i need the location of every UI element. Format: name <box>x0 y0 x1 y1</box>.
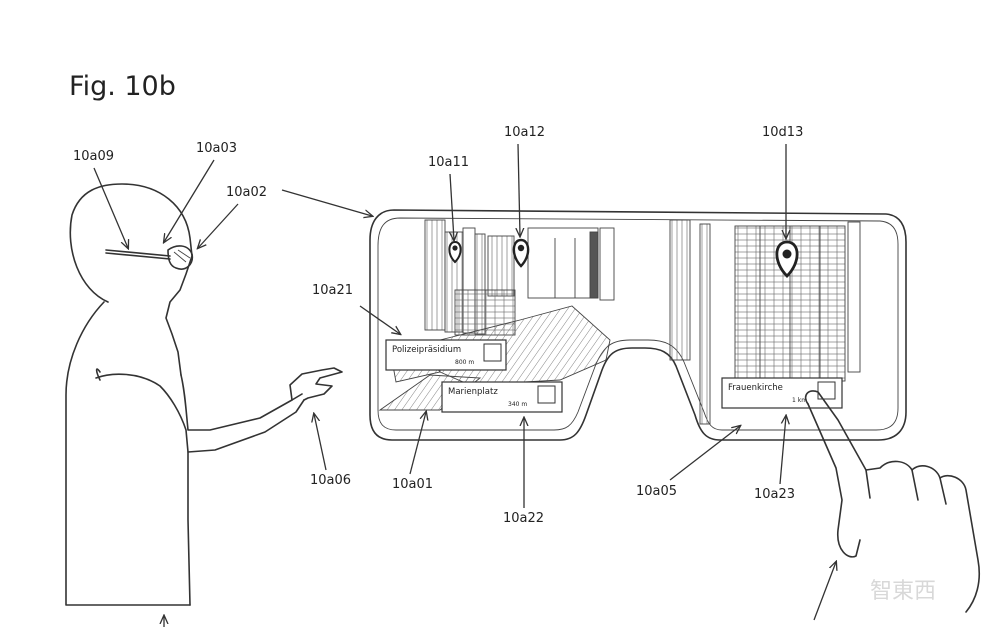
info-card-marienplatz[interactable]: Marienplatz 340 m <box>441 381 563 413</box>
label-10a03: 10a03 <box>196 141 237 156</box>
card-distance: 800 m <box>455 359 474 366</box>
info-card-polizeipraesidium[interactable]: Polizeipräsidium 800 m <box>385 339 507 371</box>
label-10a06: 10a06 <box>310 473 351 488</box>
card-title: Marienplatz <box>448 387 498 397</box>
card-title: Polizeipräsidium <box>392 345 461 355</box>
card-distance: 340 m <box>508 401 527 408</box>
label-10a21: 10a21 <box>312 283 353 298</box>
location-pin-10a12[interactable] <box>512 238 530 268</box>
pointing-hand-drawing <box>804 390 981 613</box>
card-checkbox[interactable] <box>483 343 502 362</box>
label-10a01: 10a01 <box>392 477 433 492</box>
headset-view: Polizeipräsidium 800 m Marienplatz 340 m… <box>369 209 907 441</box>
label-10d13: 10d13 <box>762 125 803 140</box>
label-10a12: 10a12 <box>504 125 545 140</box>
reference-labels: 10a09 10a03 10a02 10a21 10a11 10a12 10d1… <box>73 125 836 627</box>
label-10a09: 10a09 <box>73 149 114 164</box>
watermark-logo: 智東西 <box>870 579 936 604</box>
glasses-drawing <box>105 245 194 270</box>
location-pin-10d13[interactable] <box>775 240 799 278</box>
label-10a11: 10a11 <box>428 155 469 170</box>
card-checkbox[interactable] <box>537 385 556 404</box>
label-10a23: 10a23 <box>754 487 795 502</box>
card-title: Frauenkirche <box>728 383 783 393</box>
info-card-frauenkirche[interactable]: Frauenkirche 1 km <box>721 377 843 409</box>
figure-title: Fig. 10b <box>69 71 176 102</box>
label-10a05: 10a05 <box>636 484 677 499</box>
card-distance: 1 km <box>792 397 807 404</box>
label-10a02: 10a02 <box>226 185 267 200</box>
person-drawing <box>65 183 343 606</box>
label-10a22: 10a22 <box>503 511 544 526</box>
card-checkbox[interactable] <box>817 381 836 400</box>
